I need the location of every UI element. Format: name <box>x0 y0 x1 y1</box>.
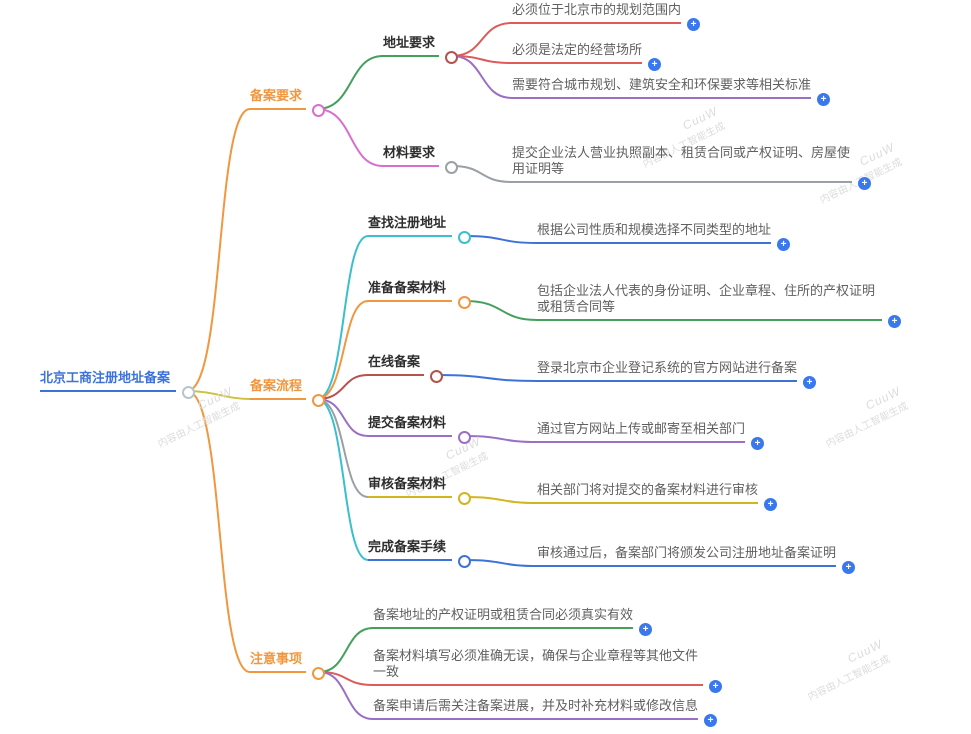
detail-link-icon[interactable]: + <box>888 315 901 328</box>
subbranch-label: 完成备案手续 <box>368 539 452 561</box>
node-point[interactable] <box>458 555 471 568</box>
root-label: 北京工商注册地址备案 <box>40 370 176 392</box>
detail-link-icon[interactable]: + <box>858 177 871 190</box>
subbranch-find-address[interactable]: 查找注册地址 <box>368 215 471 244</box>
leaf-node[interactable]: 根据公司性质和规模选择不同类型的地址 + <box>537 222 791 251</box>
connector-path <box>316 374 369 400</box>
connector-path <box>318 627 374 673</box>
connector-path <box>436 374 538 382</box>
node-point[interactable] <box>312 667 325 680</box>
subbranch-material-requirements[interactable]: 材料要求 <box>383 145 458 174</box>
connector-path <box>464 559 538 567</box>
subbranch-label: 准备备案材料 <box>368 280 452 302</box>
leaf-text: 登录北京市企业登记系统的官方网站进行备案 <box>537 360 798 382</box>
connector-path <box>451 55 513 99</box>
subbranch-label: 提交备案材料 <box>368 415 452 437</box>
detail-link-icon[interactable]: + <box>709 680 722 693</box>
detail-link-icon[interactable]: + <box>648 58 662 71</box>
detail-link-icon[interactable]: + <box>842 561 856 574</box>
connector-path <box>186 108 251 392</box>
connector-path <box>464 496 538 504</box>
node-point[interactable] <box>458 492 471 505</box>
leaf-node[interactable]: 相关部门将对提交的备案材料进行审核 + <box>537 482 778 511</box>
leaf-text: 需要符合城市规划、建筑安全和环保要求等相关标准 <box>512 77 812 99</box>
subbranch-label: 查找注册地址 <box>368 215 452 237</box>
leaf-node[interactable]: 备案申请后需关注备案进展，并及时补充材料或修改信息 + <box>373 698 718 727</box>
leaf-node[interactable]: 备案材料填写必须准确无误，确保与企业章程等其他文件一致 + <box>373 648 722 693</box>
leaf-node[interactable]: 必须位于北京市的规划范围内 + <box>512 2 701 31</box>
connector-path <box>464 435 538 443</box>
node-point[interactable] <box>312 394 325 407</box>
leaf-node[interactable]: 审核通过后，备案部门将颁发公司注册地址备案证明 + <box>537 545 856 574</box>
leaf-text: 备案申请后需关注备案进展，并及时补充材料或修改信息 <box>373 698 699 720</box>
detail-link-icon[interactable]: + <box>817 93 831 106</box>
connector-path <box>316 108 384 167</box>
detail-link-icon[interactable]: + <box>777 238 791 251</box>
leaf-node[interactable]: 包括企业法人代表的身份证明、企业章程、住所的产权证明或租赁合同等 + <box>537 283 901 328</box>
connector-path <box>464 235 538 244</box>
subbranch-label: 材料要求 <box>383 145 439 167</box>
connector-path <box>451 165 513 183</box>
subbranch-prepare-materials[interactable]: 准备备案材料 <box>368 280 471 309</box>
leaf-node[interactable]: 登录北京市企业登记系统的官方网站进行备案 + <box>537 360 817 389</box>
leaf-text: 根据公司性质和规模选择不同类型的地址 <box>537 222 772 244</box>
detail-link-icon[interactable]: + <box>764 498 778 511</box>
root-node[interactable]: 北京工商注册地址备案 <box>40 370 195 399</box>
subbranch-label: 地址要求 <box>383 35 439 57</box>
leaf-text: 提交企业法人营业执照副本、租赁合同或产权证明、房屋使用证明等 <box>512 145 852 183</box>
leaf-node[interactable]: 备案地址的产权证明或租赁合同必须真实有效 + <box>373 607 653 636</box>
leaf-node[interactable]: 必须是法定的经营场所 + <box>512 42 662 71</box>
node-point[interactable] <box>458 296 471 309</box>
branch-filing-requirements[interactable]: 备案要求 <box>250 88 325 117</box>
node-point[interactable] <box>445 161 458 174</box>
leaf-node[interactable]: 提交企业法人营业执照副本、租赁合同或产权证明、房屋使用证明等 + <box>512 145 871 190</box>
leaf-text: 通过官方网站上传或邮寄至相关部门 <box>537 421 746 443</box>
leaf-text: 备案地址的产权证明或租赁合同必须真实有效 <box>373 607 634 629</box>
connector-path <box>186 390 251 673</box>
subbranch-online-filing[interactable]: 在线备案 <box>368 354 443 383</box>
connector-path <box>316 398 369 561</box>
node-point[interactable] <box>458 431 471 444</box>
leaf-text: 包括企业法人代表的身份证明、企业章程、住所的产权证明或租赁合同等 <box>537 283 882 321</box>
subbranch-label: 审核备案材料 <box>368 476 452 498</box>
node-point[interactable] <box>182 386 195 399</box>
leaf-text: 相关部门将对提交的备案材料进行审核 <box>537 482 759 504</box>
connector-path <box>316 235 369 400</box>
detail-link-icon[interactable]: + <box>704 714 718 727</box>
node-point[interactable] <box>430 370 443 383</box>
leaf-node[interactable]: 通过官方网站上传或邮寄至相关部门 + <box>537 421 765 450</box>
leaf-text: 必须位于北京市的规划范围内 <box>512 2 682 24</box>
branch-label: 备案要求 <box>250 88 306 110</box>
subbranch-complete-filing[interactable]: 完成备案手续 <box>368 539 471 568</box>
connector-path <box>451 22 513 57</box>
connector-path <box>316 398 369 498</box>
detail-link-icon[interactable]: + <box>687 18 701 31</box>
detail-link-icon[interactable]: + <box>639 623 653 636</box>
node-point[interactable] <box>312 104 325 117</box>
connector-path <box>318 671 374 720</box>
leaf-text: 必须是法定的经营场所 <box>512 42 643 64</box>
leaf-text: 审核通过后，备案部门将颁发公司注册地址备案证明 <box>537 545 837 567</box>
branch-label: 注意事项 <box>250 651 306 673</box>
subbranch-submit-materials[interactable]: 提交备案材料 <box>368 415 471 444</box>
leaf-node[interactable]: 需要符合城市规划、建筑安全和环保要求等相关标准 + <box>512 77 831 106</box>
subbranch-label: 在线备案 <box>368 354 424 376</box>
node-point[interactable] <box>458 231 471 244</box>
detail-link-icon[interactable]: + <box>803 376 817 389</box>
subbranch-address-requirements[interactable]: 地址要求 <box>383 35 458 64</box>
connector-path <box>464 300 538 321</box>
branch-filing-process[interactable]: 备案流程 <box>250 378 325 407</box>
detail-link-icon[interactable]: + <box>751 437 765 450</box>
leaf-text: 备案材料填写必须准确无误，确保与企业章程等其他文件一致 <box>373 648 703 686</box>
node-point[interactable] <box>445 51 458 64</box>
connector-path <box>316 300 369 400</box>
branch-precautions[interactable]: 注意事项 <box>250 651 325 680</box>
connector-path <box>316 55 384 110</box>
subbranch-review-materials[interactable]: 审核备案材料 <box>368 476 471 505</box>
branch-label: 备案流程 <box>250 378 306 400</box>
